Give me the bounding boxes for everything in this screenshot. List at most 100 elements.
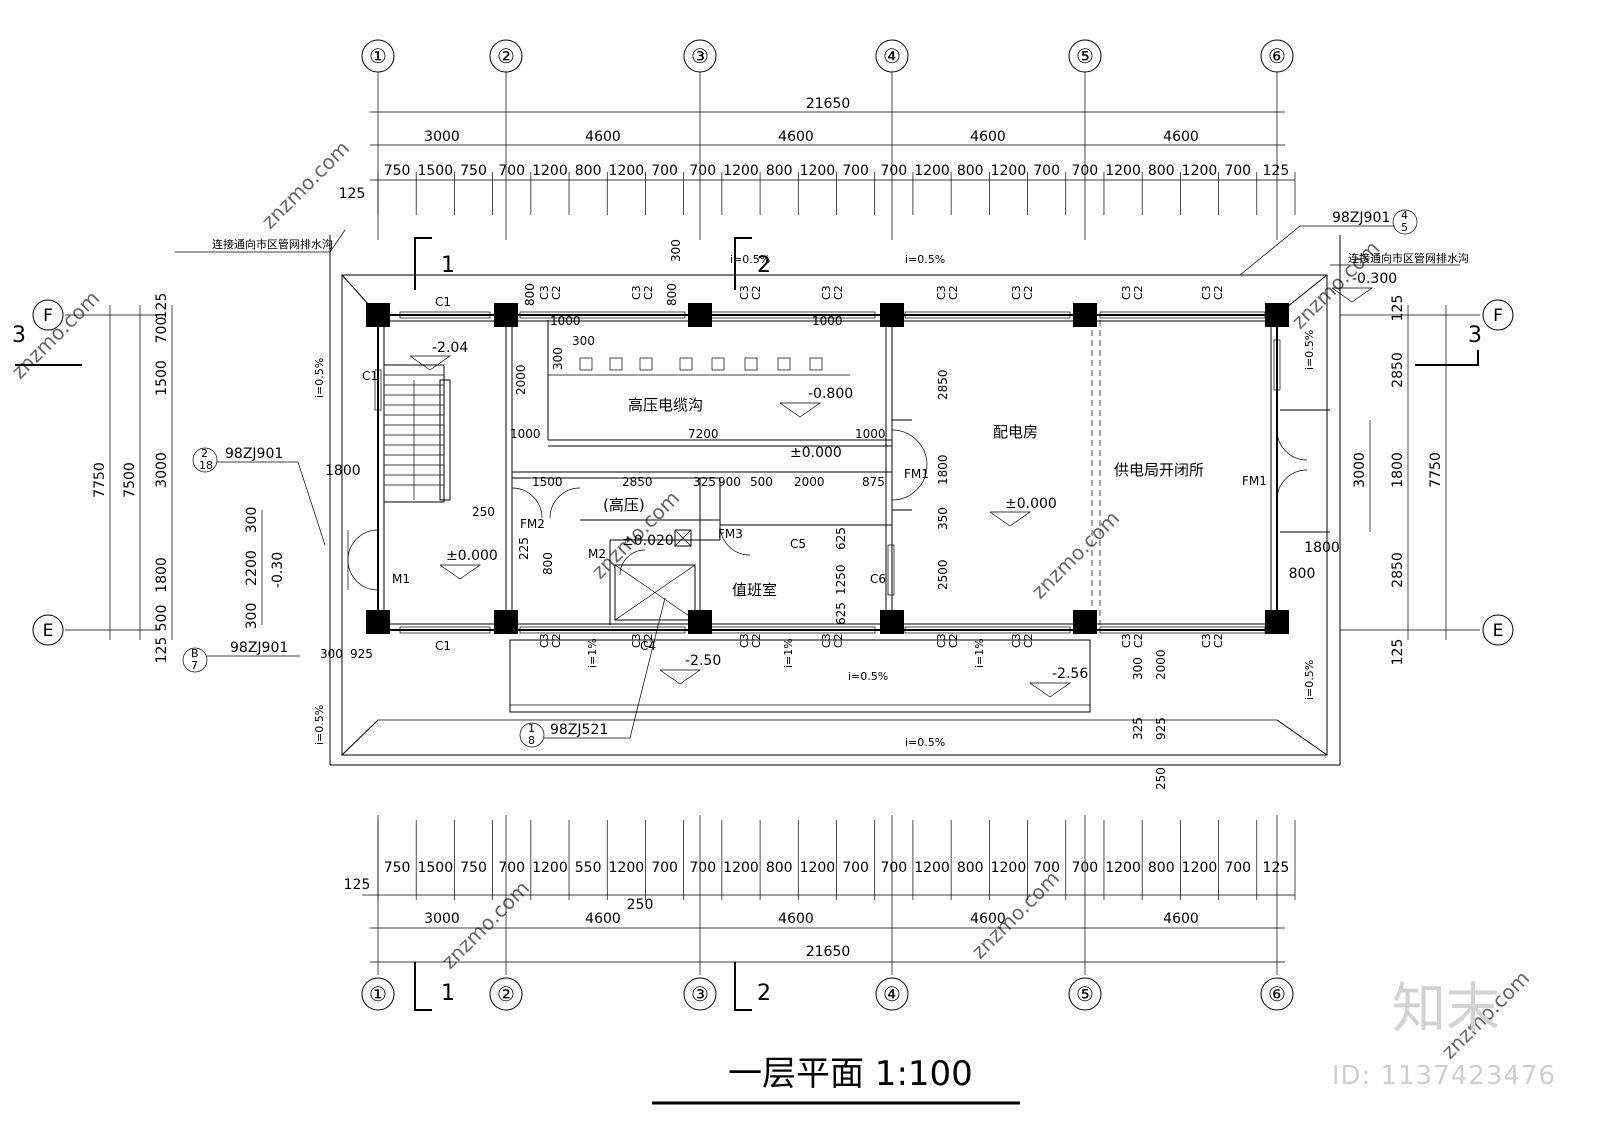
axis-label: ① [369, 44, 387, 68]
fine-dimension: 800 [575, 163, 602, 179]
fine-dimension: 700 [1224, 163, 1251, 179]
window-tag: C3 [935, 285, 948, 300]
section-number: 1 [441, 253, 455, 278]
fine-dimension: 700 [1033, 860, 1060, 876]
fine-dimension: 1200 [532, 163, 568, 179]
elevation: -0.300 [1352, 271, 1397, 287]
window-tag: C2 [1212, 285, 1225, 300]
axis-label: E [1493, 621, 1504, 641]
window-tag: C2 [750, 633, 763, 648]
note: 连接通向市区管网排水沟 [212, 237, 333, 251]
fine-dimension: 1200 [800, 860, 836, 876]
inner-dimension: 7200 [688, 427, 719, 441]
door-tag: M2 [588, 547, 606, 561]
dimension: 1800 [154, 557, 170, 593]
staircase [383, 364, 451, 503]
axis-bubbles-bottom: ① ② ③ ④ ⑤ ⑥ [361, 977, 1294, 1011]
room-name: 配电房 [993, 423, 1038, 441]
fine-dimension: 750 [384, 163, 411, 179]
fine-dimension: 800 [1148, 860, 1175, 876]
inner-dimension: 250 [627, 897, 654, 913]
inner-dimension: 925 [350, 647, 373, 661]
inner-dimension: 2000 [794, 475, 825, 489]
doors [347, 429, 1308, 591]
section-marks: 1 2 1 2 3 3 [12, 237, 1482, 1011]
inner-dimension: 1250 [834, 564, 848, 595]
elevation: ±0.000 [446, 548, 498, 564]
fine-dimension: 125 [1263, 163, 1290, 179]
right-dimensions: 125 2850 3000 1800 2850 125 7750 1800 80… [1289, 295, 1447, 666]
bay-dimension: 4600 [778, 129, 814, 145]
columns [366, 303, 1289, 634]
fine-dimension: 1200 [723, 163, 759, 179]
fine-dimension: 700 [842, 860, 869, 876]
watermark-text: znzmo.com [1027, 506, 1125, 604]
dimension: 7750 [1428, 452, 1444, 488]
inner-dimension: 900 [718, 475, 741, 489]
window-tag: C3 [1010, 285, 1023, 300]
inner-dimension: 1800 [936, 454, 950, 485]
slope: i=0.5% [905, 736, 945, 749]
fine-dimension: 125 [1263, 860, 1290, 876]
inner-dimension: 1000 [510, 427, 541, 441]
axis-label: ② [497, 44, 515, 68]
section-number: 1 [441, 981, 455, 1006]
total-dimension: 21650 [806, 944, 851, 960]
reference: 98ZJ901 [230, 640, 288, 656]
edge-dimension: 125 [339, 186, 366, 202]
inner-dimension: 500 [750, 475, 773, 489]
ref-number: 5 [1401, 221, 1408, 234]
window-tag: C3 [1010, 633, 1023, 648]
window-tag: C4 [640, 639, 656, 653]
elevation: -2.56 [1052, 666, 1088, 682]
dimension: 300 [244, 507, 260, 534]
bay-dimension: 4600 [1163, 911, 1199, 927]
section-number: 3 [1468, 323, 1482, 348]
window-tag: C1 [362, 369, 378, 383]
inner-dimension: 2000 [1154, 649, 1168, 680]
fine-dimension: 800 [957, 860, 984, 876]
bay-dimension: 3000 [424, 129, 460, 145]
dimension: 125 [154, 637, 170, 664]
inner-dimension: 1000 [812, 314, 843, 328]
door-tag: M1 [392, 572, 410, 586]
dimension: 125 [1390, 639, 1406, 666]
fine-dimension: 700 [880, 163, 907, 179]
window-tag: C3 [630, 633, 643, 648]
fine-dimension: 700 [689, 860, 716, 876]
brand-logo-text: 知末 [1392, 977, 1500, 1040]
window-tag: C2 [1022, 285, 1035, 300]
inner-dimension: 300 [669, 239, 683, 262]
elevation: ±0.000 [790, 445, 842, 461]
window-tag: C3 [820, 285, 833, 300]
window-tag: C2 [550, 633, 563, 648]
slope: i=0.5% [730, 253, 770, 266]
inner-dimension: 2850 [936, 369, 950, 400]
dimension: 125 [154, 293, 170, 320]
window-tag: C2 [550, 285, 563, 300]
inner-dimension: 800 [665, 283, 679, 306]
fine-dimension: 700 [498, 163, 525, 179]
window-tag: C5 [790, 537, 806, 551]
fine-dimension: 1500 [417, 860, 453, 876]
dimension: 3000 [154, 452, 170, 488]
image-id-label: ID: 1137423476 [1331, 1061, 1556, 1091]
ref-number: 2 [201, 447, 208, 460]
dimension: 1800 [1390, 452, 1406, 488]
inner-dimension: 2850 [622, 475, 653, 489]
inner-dimension: 625 [834, 527, 848, 550]
inner-dimension: 300 [320, 647, 343, 661]
window-tag: C3 [1120, 633, 1133, 648]
elevation-marks: -2.04 -0.800 ±0.000 ±0.000 ±0.000 -0.300… [409, 271, 1397, 698]
dimension: 300 [244, 603, 260, 630]
fine-dimension: 750 [460, 860, 487, 876]
inner-dimension: 325 [693, 475, 716, 489]
window-tag: C2 [750, 285, 763, 300]
ref-number: 4 [1401, 209, 1408, 222]
note: 连接通向市区管网排水沟 [1348, 251, 1469, 265]
window-tag: C3 [630, 285, 643, 300]
window-tag: C2 [1132, 285, 1145, 300]
